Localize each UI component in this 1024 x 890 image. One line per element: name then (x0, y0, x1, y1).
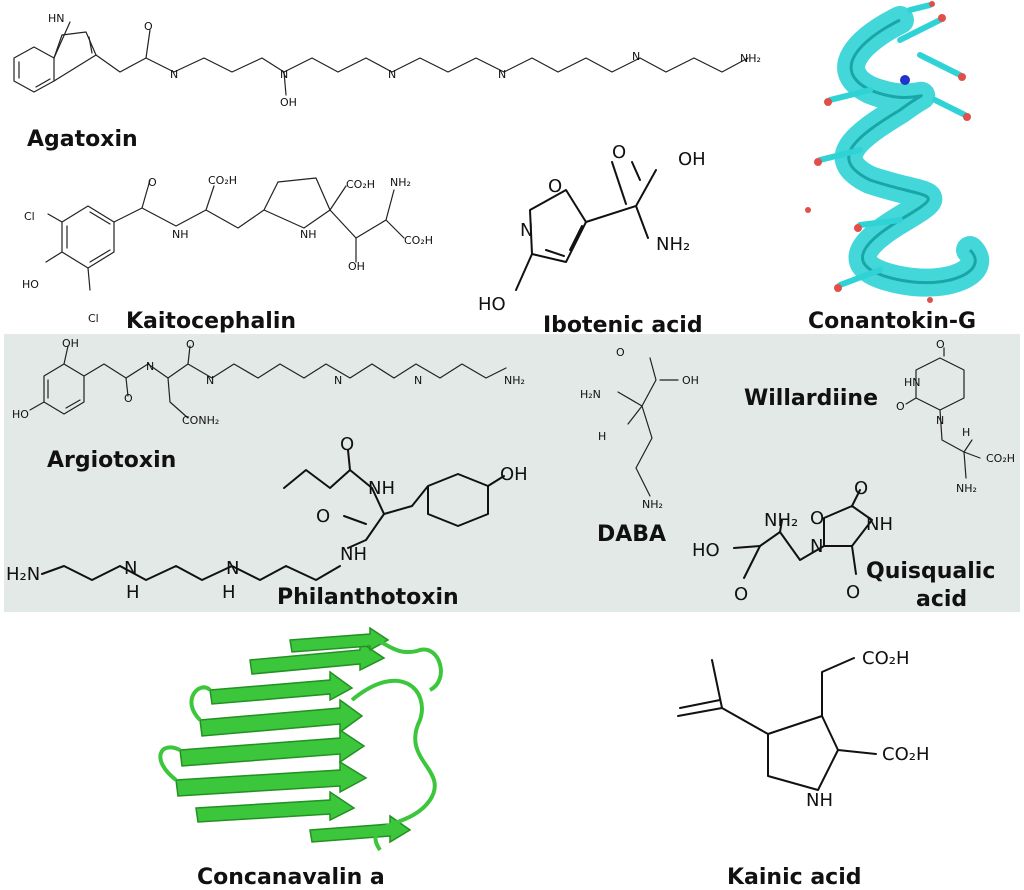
willardiine-structure (905, 347, 981, 479)
willardiine-o-2: O (896, 400, 905, 413)
agatoxin-nh-4: N (498, 68, 506, 81)
kainic-nh-atom: NH (806, 790, 833, 811)
kainic-co2h-2: CO₂H (882, 744, 930, 765)
quisqualic-nh-atom: NH (866, 514, 893, 535)
argiotoxin-nh-4: N (414, 374, 422, 387)
argiotoxin-structure (29, 345, 507, 419)
ibotenic-ho-atom: HO (478, 294, 506, 315)
kaitocephalin-nh2-atom: NH₂ (390, 176, 411, 189)
daba-oh-atom: OH (682, 374, 699, 387)
kaitocephalin-co2h-3: CO₂H (404, 234, 433, 247)
argiotoxin-label: Argiotoxin (47, 448, 176, 473)
willardiine-hn-atom: HN (904, 376, 921, 389)
willardiine-co2h-atom: CO₂H (986, 452, 1015, 465)
agatoxin-nh2-atom: NH₂ (740, 52, 761, 65)
highlight-panel (4, 334, 1020, 612)
argiotoxin-o-2: O (186, 338, 195, 351)
ibotenic-n-atom: N (520, 220, 533, 241)
quisqualic-o-ring: O (810, 508, 824, 529)
ibotenic-label: Ibotenic acid (543, 313, 703, 338)
philanthotoxin-oh-atom: OH (500, 464, 528, 485)
concanavalin-label: Concanavalin a (197, 865, 385, 890)
daba-nh2-atom: NH₂ (642, 498, 663, 511)
agatoxin-nh-5: N (632, 50, 640, 63)
kaitocephalin-label: Kaitocephalin (126, 309, 296, 334)
kaitocephalin-nh-2: NH (300, 228, 317, 241)
quisqualic-o-3: O (846, 582, 860, 603)
daba-h2n-atom: H₂N (580, 388, 601, 401)
argiotoxin-oh-atom: OH (62, 337, 79, 350)
conantokin-helix-model (805, 1, 990, 303)
argiotoxin-ho-atom: HO (12, 408, 29, 421)
daba-structure (617, 357, 679, 497)
argiotoxin-nh-2: N (206, 374, 214, 387)
philanthotoxin-structure (41, 449, 505, 581)
willardiine-o-1: O (936, 338, 945, 351)
argiotoxin-nh-1: N (146, 360, 154, 373)
agatoxin-o-atom: O (144, 20, 153, 33)
ibotenic-o-ring: O (548, 176, 562, 197)
argiotoxin-nh2-atom: NH₂ (504, 374, 525, 387)
quisqualic-o-2: O (854, 478, 868, 499)
argiotoxin-o-1: O (124, 392, 133, 405)
philanthotoxin-h-4: H (126, 582, 140, 603)
quisqualic-n-atom: N (810, 536, 823, 557)
quisqualic-o-1: O (734, 584, 748, 605)
daba-h-atom: H (598, 430, 606, 443)
quisqualic-label-line1: Quisqualic (866, 559, 995, 584)
philanthotoxin-n-4: N (124, 558, 137, 579)
kaitocephalin-cl-1: Cl (24, 210, 35, 223)
philanthotoxin-h-3: H (222, 582, 236, 603)
kaitocephalin-oh-atom: OH (348, 260, 365, 273)
philanthotoxin-label: Philanthotoxin (277, 585, 459, 610)
daba-label: DABA (597, 522, 666, 547)
philanthotoxin-nh-1: NH (368, 478, 395, 499)
philanthotoxin-n-3: N (226, 558, 239, 579)
quisqualic-acid-structure (733, 489, 873, 579)
concanavalin-beta-sheet-model (158, 626, 443, 852)
philanthotoxin-h2n-atom: H₂N (6, 564, 40, 585)
willardiine-h-atom: H (962, 426, 970, 439)
agatoxin-label: Agatoxin (27, 127, 138, 152)
quisqualic-label-line2: acid (916, 587, 967, 612)
agatoxin-structure (13, 21, 749, 96)
daba-o-atom: O (616, 346, 625, 359)
agatoxin-n-2: N (280, 68, 288, 81)
agatoxin-oh-atom: OH (280, 96, 297, 109)
agatoxin-hn-atom: HN (48, 12, 65, 25)
ibotenic-oh-atom: OH (678, 149, 706, 170)
philanthotoxin-o-2: O (316, 506, 330, 527)
kaitocephalin-co2h-2: CO₂H (346, 178, 375, 191)
agatoxin-nh-3: N (388, 68, 396, 81)
kaitocephalin-o-atom: O (148, 176, 157, 189)
argiotoxin-conh2-atom: CONH₂ (182, 414, 219, 427)
argiotoxin-nh-3: N (334, 374, 342, 387)
quisqualic-nh2-atom: NH₂ (764, 510, 798, 531)
ibotenic-acid-structure (515, 161, 657, 291)
ibotenic-nh2-atom: NH₂ (656, 234, 690, 255)
willardiine-label: Willardiine (744, 386, 878, 411)
willardiine-n-atom: N (936, 414, 944, 427)
philanthotoxin-o-1: O (340, 434, 354, 455)
philanthotoxin-nh-2: NH (340, 544, 367, 565)
kaitocephalin-co2h-1: CO₂H (208, 174, 237, 187)
conantokin-label: Conantokin-G (808, 309, 976, 334)
kainic-label: Kainic acid (727, 865, 862, 890)
quisqualic-ho-atom: HO (692, 540, 720, 561)
ibotenic-o-carbonyl: O (612, 142, 626, 163)
kainic-acid-structure (677, 657, 877, 791)
kaitocephalin-structure (45, 177, 405, 291)
kaitocephalin-nh-1: NH (172, 228, 189, 241)
willardiine-nh2-atom: NH₂ (956, 482, 977, 495)
kaitocephalin-cl-2: Cl (88, 312, 99, 325)
agatoxin-nh-1: N (170, 68, 178, 81)
kainic-co2h-1: CO₂H (862, 648, 910, 669)
kaitocephalin-ho-atom: HO (22, 278, 39, 291)
